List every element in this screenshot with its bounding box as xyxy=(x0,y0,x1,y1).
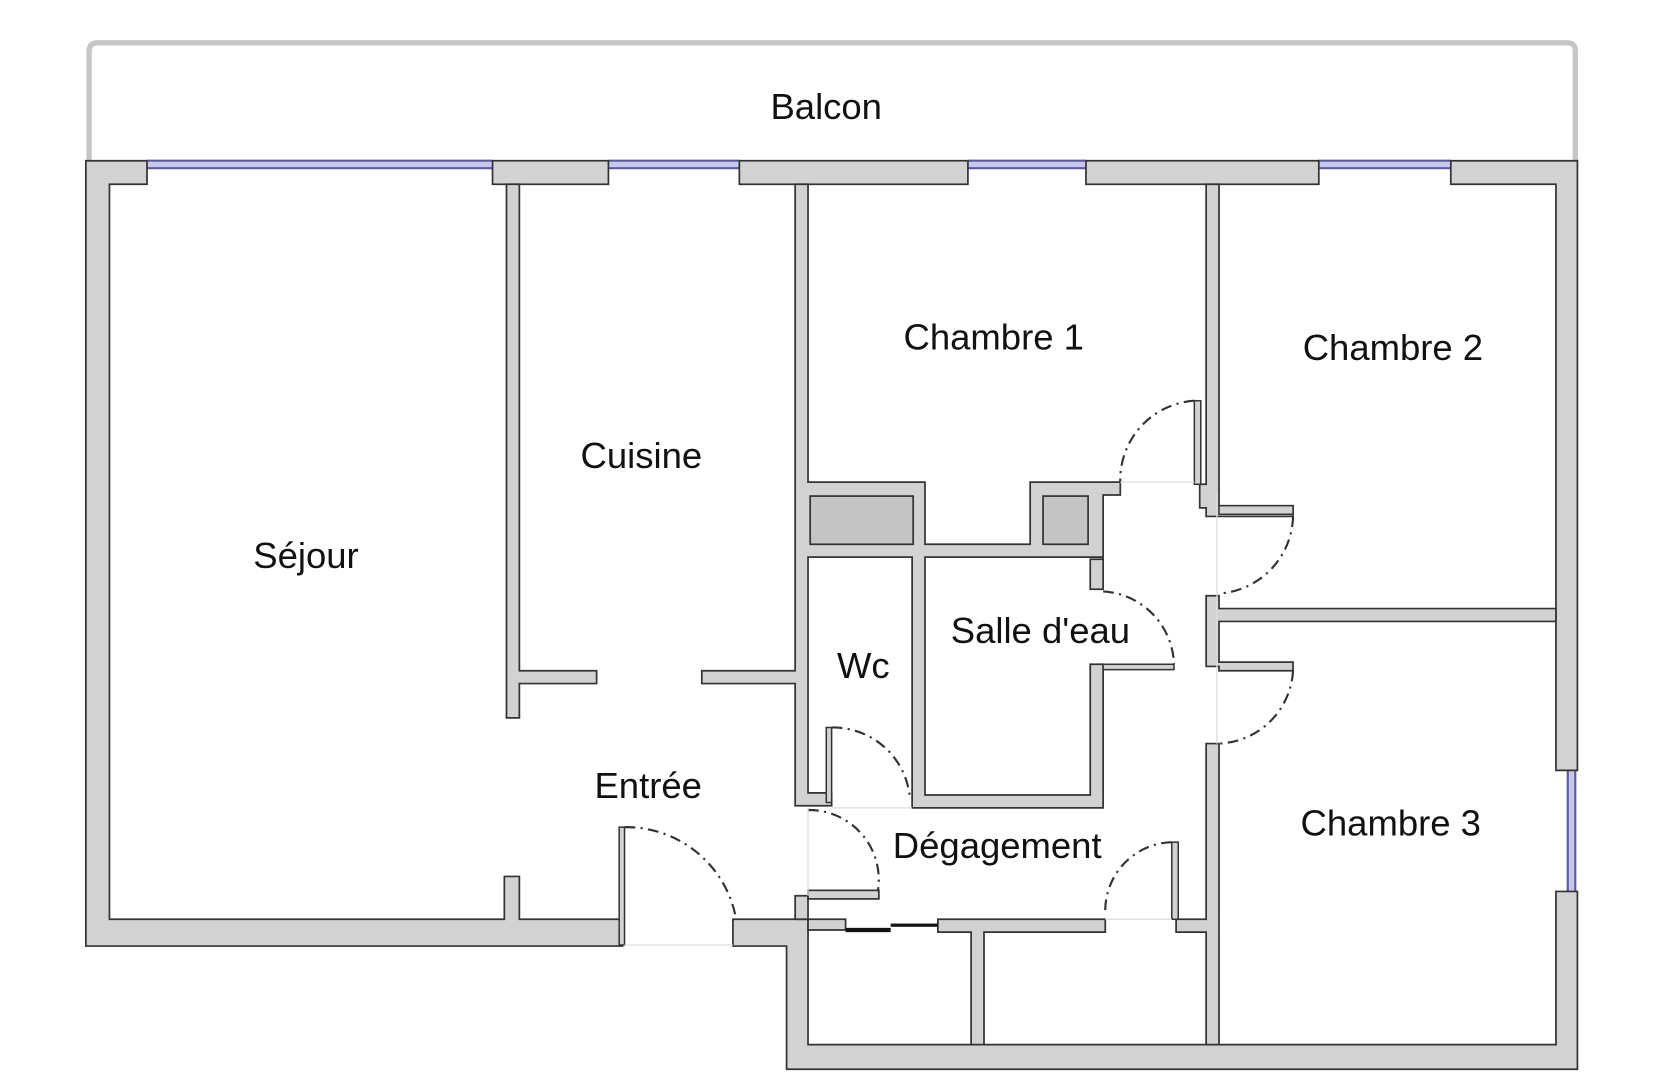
room-labels: Balcon Séjour Cuisine Chambre 1 Chambre … xyxy=(253,86,1483,866)
doors xyxy=(618,399,1295,946)
windows xyxy=(147,159,1577,892)
label-cuisine: Cuisine xyxy=(581,435,703,476)
label-entree: Entrée xyxy=(594,765,701,806)
label-chambre-1: Chambre 1 xyxy=(904,316,1084,357)
label-chambre-3: Chambre 3 xyxy=(1301,803,1481,844)
exterior-walls xyxy=(84,159,1579,1071)
label-wc: Wc xyxy=(837,645,890,686)
label-sejour: Séjour xyxy=(253,535,358,576)
label-degagement: Dégagement xyxy=(893,825,1102,866)
label-salle-eau: Salle d'eau xyxy=(951,610,1130,651)
balcony xyxy=(86,40,1578,161)
label-balcon: Balcon xyxy=(770,86,882,127)
interior-walls xyxy=(505,183,1557,1046)
label-chambre-2: Chambre 2 xyxy=(1303,327,1483,368)
